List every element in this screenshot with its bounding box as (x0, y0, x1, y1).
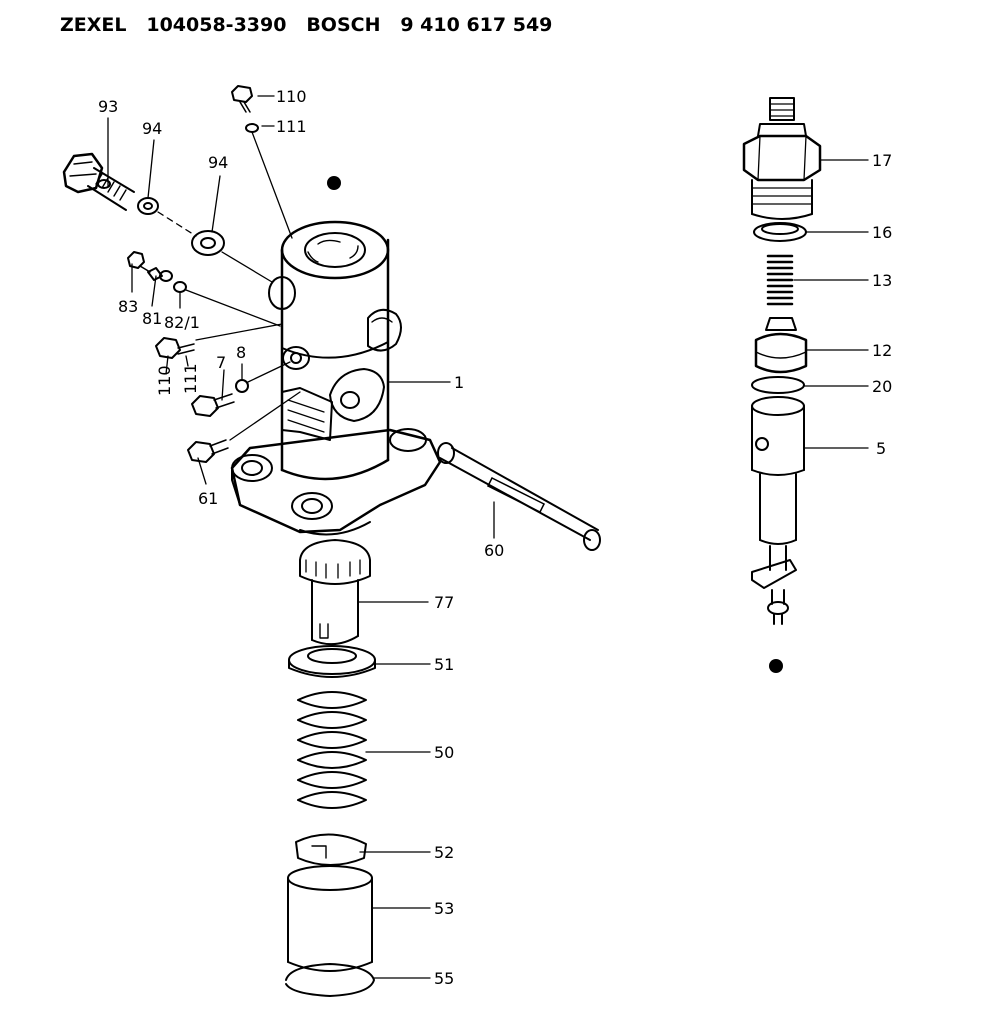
bleed-screw-side (155, 323, 283, 359)
label-81: 81 (142, 309, 162, 328)
part-number-zexel: 104058-3390 (146, 14, 287, 36)
label-77: 77 (434, 593, 454, 612)
washer-94-b (191, 230, 225, 256)
label-111-top: 111 (276, 117, 307, 136)
delivery-valve-spring (766, 254, 794, 306)
delivery-valve-holder (742, 97, 822, 220)
spring-seat-upper (288, 645, 376, 678)
label-83: 83 (118, 297, 138, 316)
brand-bosch: BOSCH (306, 14, 381, 36)
label-50: 50 (434, 743, 454, 762)
label-51: 51 (434, 655, 454, 674)
label-61: 61 (198, 489, 218, 508)
label-94-b: 94 (208, 153, 228, 172)
leader-lines (107, 95, 869, 979)
label-5: 5 (876, 439, 886, 458)
label-12: 12 (872, 341, 892, 360)
label-16: 16 (872, 223, 892, 242)
reference-dot-bottom (769, 659, 783, 673)
label-53: 53 (434, 899, 454, 918)
washer-94-a (137, 197, 159, 215)
plunger-barrel (751, 396, 805, 625)
label-110-top: 110 (276, 87, 307, 106)
label-94-a: 94 (142, 119, 162, 138)
part-number-bosch: 9 410 617 549 (400, 14, 553, 36)
label-7: 7 (216, 353, 226, 372)
label-13: 13 (872, 271, 892, 290)
screw-plate-set (127, 251, 281, 327)
pump-housing (230, 220, 442, 536)
label-110-side: 110 (155, 365, 174, 396)
label-60: 60 (484, 541, 504, 560)
control-sleeve (299, 539, 371, 646)
label-55: 55 (434, 969, 454, 988)
snap-ring (285, 963, 375, 997)
brand-zexel: ZEXEL (60, 14, 127, 36)
o-ring (751, 376, 805, 394)
delivery-valve (754, 317, 808, 374)
label-93: 93 (98, 97, 118, 116)
label-82-1: 82/1 (164, 313, 200, 332)
drawing-header: ZEXEL 104058-3390 BOSCH 9 410 617 549 (60, 10, 552, 40)
bolt-and-washer (191, 361, 291, 417)
bleed-screw-top (231, 85, 293, 239)
bolt-61 (187, 391, 301, 463)
label-17: 17 (872, 151, 892, 170)
control-rack (437, 442, 601, 551)
label-111-side: 111 (181, 363, 200, 394)
plunger-spring (297, 691, 367, 809)
reference-dot-top (327, 176, 341, 190)
label-52: 52 (434, 843, 454, 862)
gasket (753, 222, 807, 242)
banjo-bolt (62, 152, 135, 211)
label-8: 8 (236, 343, 246, 362)
spring-seat-lower (295, 833, 367, 866)
roller-tappet (287, 865, 373, 972)
label-1: 1 (454, 373, 464, 392)
label-20: 20 (872, 377, 892, 396)
